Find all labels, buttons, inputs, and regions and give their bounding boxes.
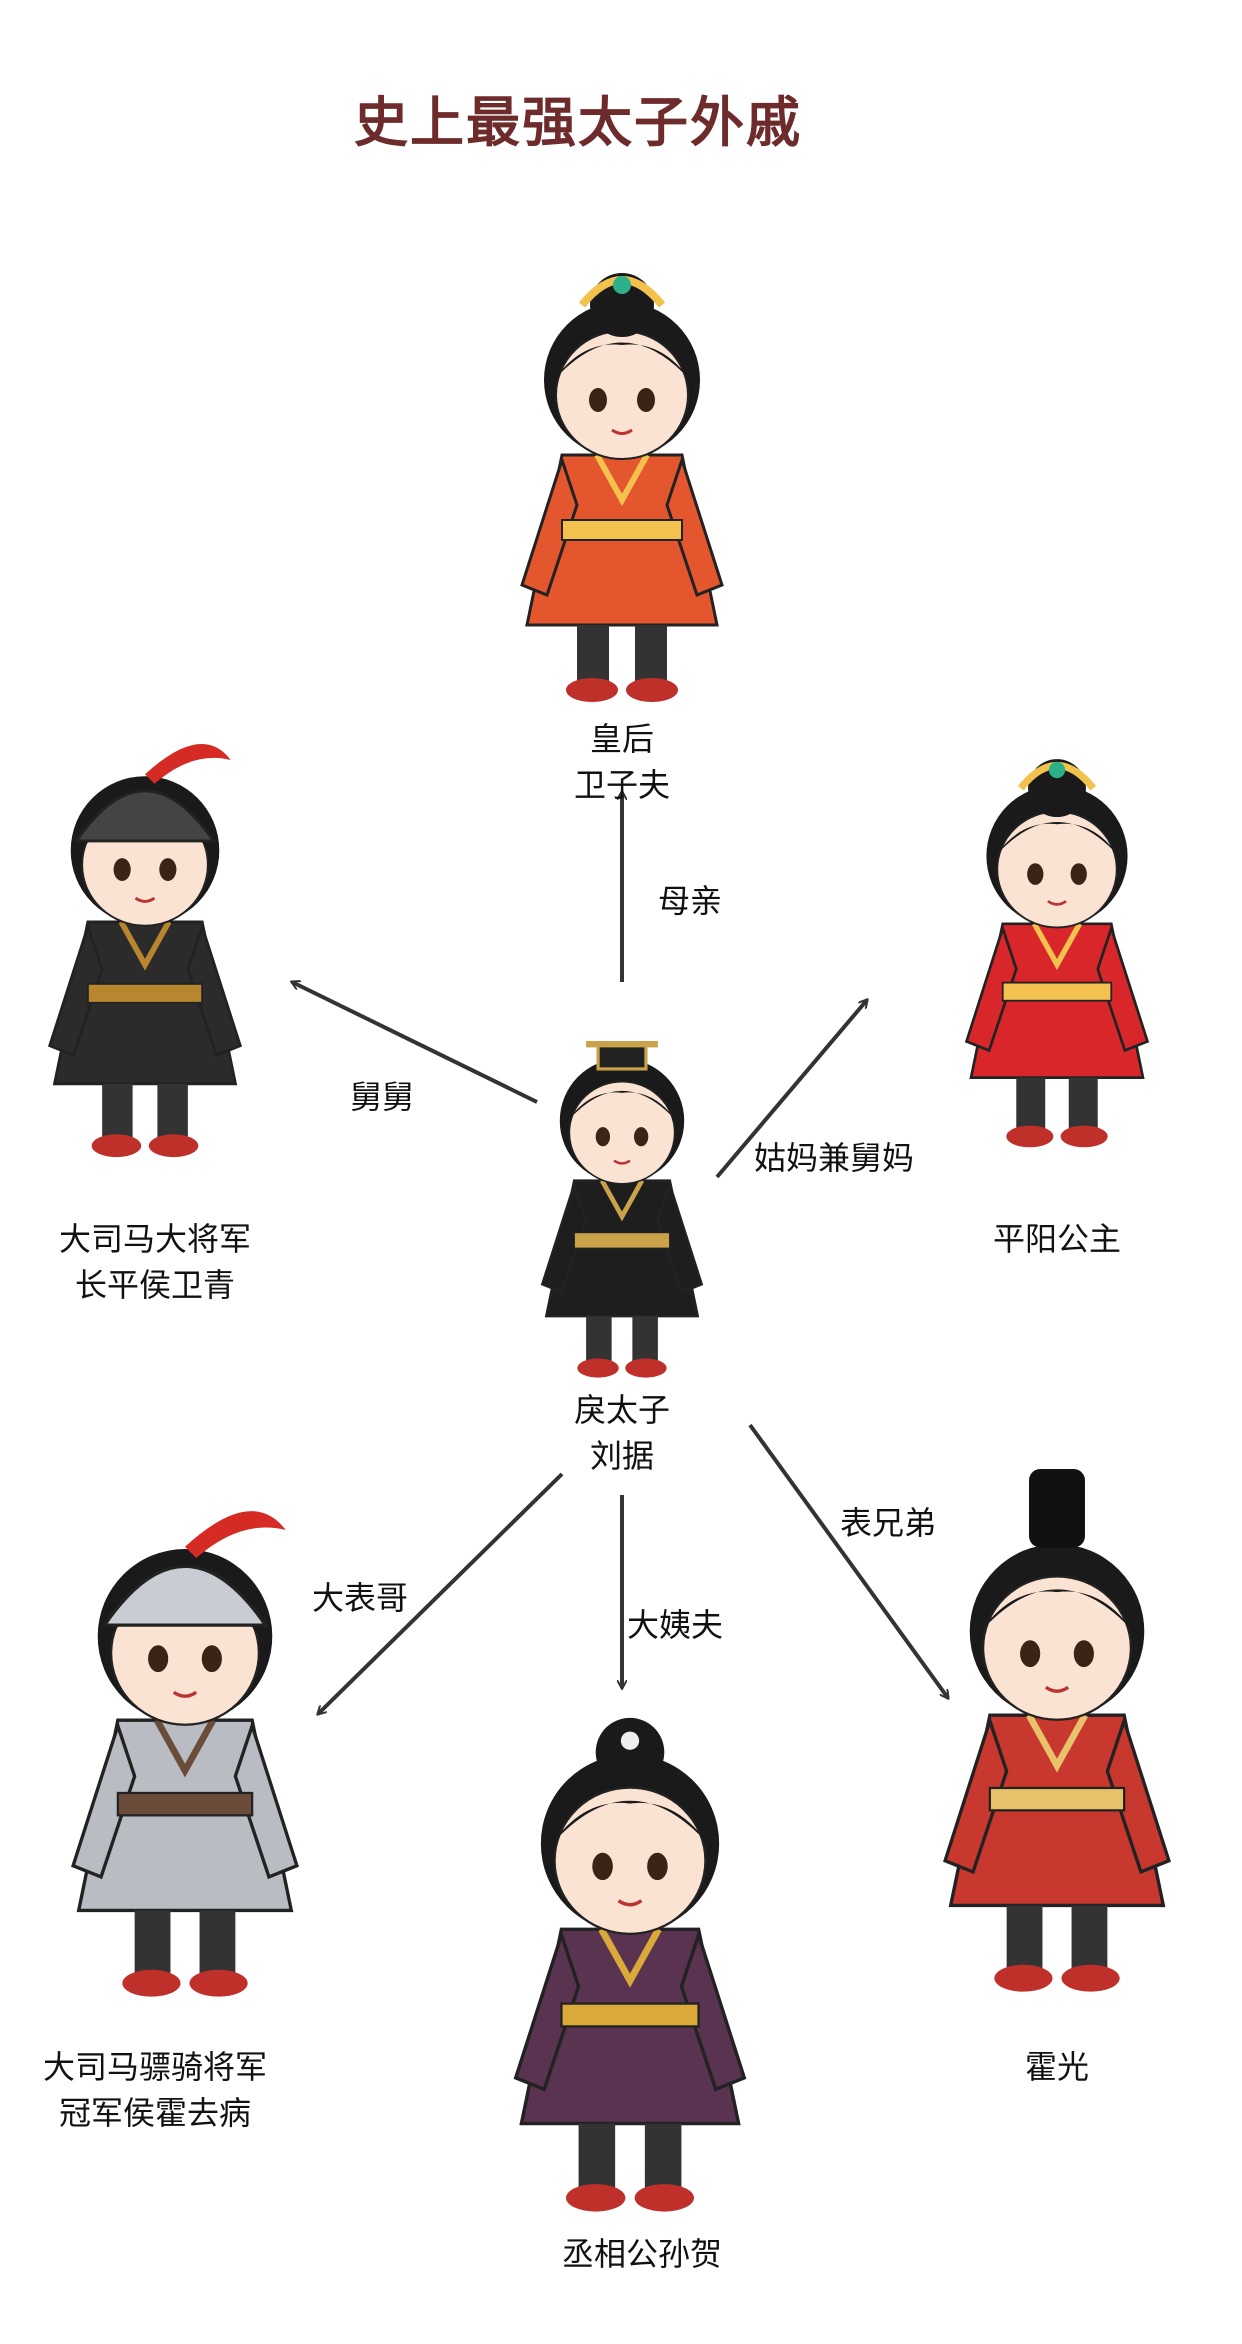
figure-prince [540, 1041, 704, 1378]
figure-empress [520, 273, 724, 702]
title-text: 大司马大将军 [58, 1220, 252, 1258]
name-text: 丞相公孙贺 [561, 2235, 723, 2273]
relation-cousin: 表兄弟 [839, 1504, 937, 1542]
arrow-cousin [748, 1423, 948, 1698]
label-gongsun-he: 丞相公孙贺 [562, 2231, 722, 2277]
title-text: 戾太子 [573, 1391, 671, 1429]
label-prince: 戾太子刘据 [574, 1387, 670, 1479]
name-text: 冠军侯霍去病 [58, 2094, 252, 2132]
page-title: 史上最强太子外戚 [354, 91, 802, 154]
label-huo-qubing: 大司马骠骑将军冠军侯霍去病 [43, 2044, 267, 2136]
relation-aunt: 姑妈兼舅妈 [753, 1139, 915, 1177]
figure-huo-guang [943, 1469, 1171, 1992]
label-huo-guang: 霍光 [1025, 2044, 1089, 2090]
relation-uncle: 舅舅 [349, 1078, 415, 1116]
name-text: 平阳公主 [992, 1220, 1122, 1258]
name-text: 长平侯卫青 [74, 1266, 236, 1304]
label-pingyang: 平阳公主 [993, 1216, 1121, 1262]
title-text: 皇后 [589, 720, 655, 758]
figure-wei-qing [47, 743, 243, 1158]
label-empress: 皇后卫子夫 [574, 716, 670, 808]
figure-huo-qubing [71, 1511, 299, 1997]
relation-cousin-elder: 大表哥 [311, 1579, 409, 1617]
name-text: 卫子夫 [573, 766, 671, 804]
arrow-aunt [715, 1000, 867, 1179]
title-text: 大司马骠骑将军 [42, 2048, 268, 2086]
arrow-uncle [292, 982, 538, 1104]
name-text: 刘据 [589, 1437, 655, 1475]
figure-gongsun-he [513, 1717, 747, 2212]
figure-pingyang [964, 759, 1150, 1148]
relation-mother: 母亲 [657, 882, 723, 920]
relation-aunt-husband: 大姨夫 [626, 1606, 724, 1644]
arrow-cousin-elder [318, 1472, 564, 1714]
label-wei-qing: 大司马大将军长平侯卫青 [59, 1216, 251, 1308]
name-text: 霍光 [1024, 2048, 1090, 2086]
